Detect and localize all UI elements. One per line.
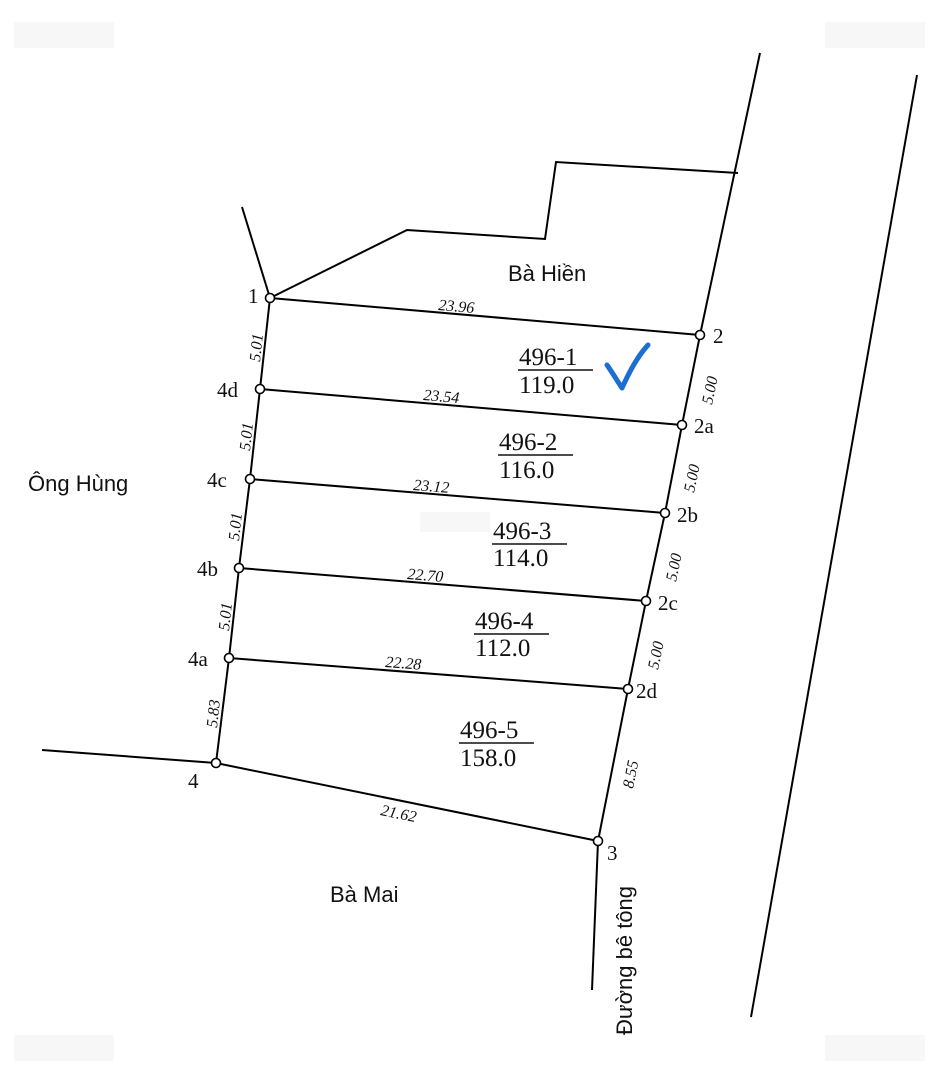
neighbor-north-label: Bà Hiền — [508, 261, 586, 286]
point-4a-marker — [223, 652, 235, 664]
road-edge-west — [591, 840, 599, 991]
boundary-ba-mai-west — [41, 749, 217, 764]
parcel-496-5[interactable]: 496-5 158.0 — [459, 717, 534, 772]
line-4b-2c — [238, 567, 647, 602]
neighbor-west-label: Ông Hùng — [28, 471, 128, 496]
parcel-496-3[interactable]: 496-3 114.0 — [492, 518, 567, 572]
parcel-496-4[interactable]: 496-4 112.0 — [474, 608, 549, 662]
parcel-area: 114.0 — [493, 545, 548, 572]
dimension-4d-2a: 23.54 — [423, 387, 460, 407]
neighbor-south-label: Bà Mai — [330, 882, 398, 907]
parcel-area: 158.0 — [460, 745, 516, 772]
watermark-bottom-left — [14, 1035, 114, 1061]
east-boundary — [597, 334, 701, 842]
point-4b-marker — [233, 562, 245, 574]
watermark-center — [420, 512, 490, 532]
line-4c-2b — [249, 478, 666, 514]
line-4-3 — [215, 762, 599, 842]
point-2-marker — [694, 329, 706, 341]
parcel-area: 119.0 — [519, 372, 574, 399]
point-2d-marker — [622, 683, 634, 695]
boundary-ong-hung-north — [241, 206, 271, 299]
point-label-4a: 4a — [188, 647, 209, 671]
point-label-4c: 4c — [207, 468, 227, 492]
point-label-2: 2 — [713, 324, 724, 348]
dimension-2a-2b: 5.00 — [681, 463, 703, 494]
point-label-2d: 2d — [636, 679, 658, 703]
point-label-2b: 2b — [677, 503, 698, 527]
dimension-4b-4a: 5.01 — [216, 602, 236, 632]
dimension-4d-4c: 5.01 — [237, 422, 257, 452]
point-4d-marker — [254, 383, 266, 395]
dimension-4b-2c: 22.70 — [407, 566, 444, 586]
parcel-id: 496-3 — [493, 518, 551, 545]
point-2c-marker — [640, 595, 652, 607]
parcel-496-2[interactable]: 496-2 116.0 — [498, 429, 573, 484]
point-4-marker — [210, 757, 222, 769]
line-4a-2d — [228, 657, 629, 690]
dimension-2d-3: 8.55 — [620, 759, 642, 790]
point-label-2c: 2c — [658, 591, 678, 615]
road-label: Đường bê tông — [612, 886, 637, 1035]
parcel-id: 496-5 — [460, 717, 518, 744]
boundary-east-upper — [699, 52, 761, 336]
point-label-3: 3 — [607, 841, 618, 865]
dimension-4a-4: 5.83 — [204, 699, 224, 729]
point-label-4: 4 — [188, 769, 199, 793]
watermark-top-left — [14, 22, 114, 48]
line-1-2 — [269, 297, 701, 336]
boundary-ba-hien — [269, 160, 739, 299]
line-4d-2a — [259, 388, 683, 426]
dimension-1-4d: 5.01 — [247, 333, 267, 363]
point-label-4d: 4d — [217, 378, 239, 402]
point-label-4b: 4b — [197, 557, 218, 581]
point-1-marker — [264, 292, 276, 304]
watermark-top-right — [825, 22, 925, 48]
dimension-4c-4b: 5.01 — [226, 512, 246, 542]
parcel-id: 496-2 — [499, 429, 557, 456]
point-2b-marker — [659, 507, 671, 519]
point-label-2a: 2a — [694, 414, 715, 438]
dimension-4a-2d: 22.28 — [385, 654, 422, 674]
west-boundary — [215, 297, 271, 764]
parcel-area: 116.0 — [499, 457, 554, 484]
road-edge-east — [750, 74, 918, 1018]
watermark-bottom-right — [825, 1035, 925, 1061]
point-3-marker — [592, 835, 604, 847]
dimension-2-2a: 5.00 — [699, 375, 721, 406]
check-mark-icon — [604, 342, 651, 391]
parcel-496-1[interactable]: 496-1 119.0 — [518, 344, 593, 399]
point-label-1: 1 — [248, 284, 259, 308]
dimension-1-2: 23.96 — [438, 297, 475, 317]
dimension-4-3: 21.62 — [379, 802, 418, 826]
parcel-id: 496-4 — [475, 608, 534, 635]
point-2a-marker — [676, 419, 688, 431]
point-4c-marker — [244, 473, 256, 485]
parcel-id: 496-1 — [519, 344, 577, 371]
dimension-2b-2c: 5.00 — [663, 552, 685, 583]
parcel-area: 112.0 — [475, 635, 530, 662]
dimension-4c-2b: 23.12 — [413, 477, 450, 497]
dimension-2c-2d: 5.00 — [645, 640, 667, 671]
